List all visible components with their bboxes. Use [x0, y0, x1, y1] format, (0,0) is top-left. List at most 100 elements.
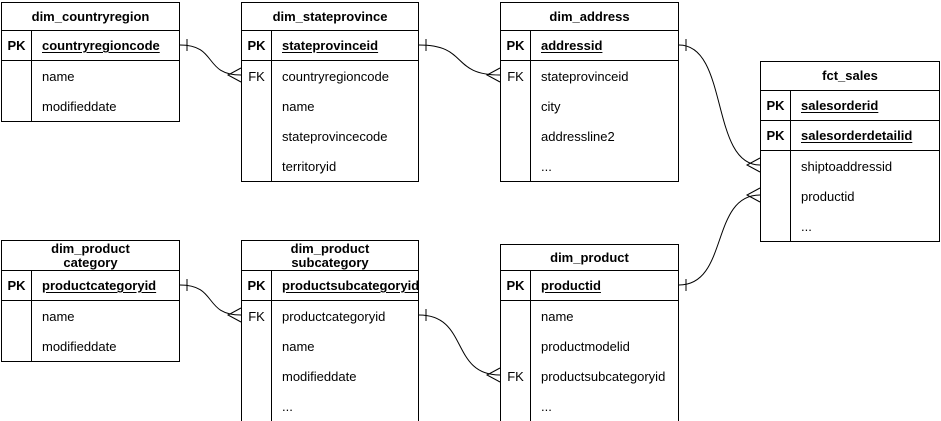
- column-name: productcategoryid: [42, 278, 157, 293]
- entity-table-title: dim_countryregion: [2, 3, 179, 31]
- entity-table-row[interactable]: name: [242, 331, 418, 361]
- edge-path[interactable]: [678, 44, 761, 166]
- key-badge-empty: [501, 91, 531, 121]
- key-badge-pk: PK: [242, 271, 272, 300]
- entity-table-row[interactable]: name: [2, 61, 179, 91]
- entity-table-row[interactable]: ...: [761, 211, 939, 241]
- key-badge-fk: FK: [242, 301, 272, 331]
- key-badge-empty: [501, 301, 531, 331]
- column-name: stateprovincecode: [282, 128, 388, 144]
- entity-table-row[interactable]: name: [2, 301, 179, 331]
- entity-table-row[interactable]: PK productcategoryid: [2, 271, 179, 301]
- edge-dim_stateprovince-to-dim_address[interactable]: [418, 39, 501, 83]
- column-name: productid: [541, 278, 601, 293]
- column-name: territoryid: [282, 158, 337, 174]
- edge-dim_address-to-fct_sales[interactable]: [678, 39, 761, 173]
- many-cardinality-crow-foot-icon: [745, 157, 761, 173]
- key-badge-fk: FK: [501, 61, 531, 91]
- column-name: ...: [541, 398, 552, 414]
- column-name: name: [541, 308, 574, 324]
- key-badge-pk: PK: [242, 31, 272, 60]
- key-badge-pk: PK: [2, 31, 32, 60]
- entity-table-row[interactable]: PK stateprovinceid: [242, 31, 418, 61]
- entity-table-row[interactable]: productid: [761, 181, 939, 211]
- entity-table-row[interactable]: ...: [242, 391, 418, 421]
- entity-table-row[interactable]: modifieddate: [242, 361, 418, 391]
- entity-table-row[interactable]: PK countryregioncode: [2, 31, 179, 61]
- many-cardinality-crow-foot-icon: [485, 67, 501, 83]
- key-badge-empty: [242, 151, 272, 181]
- edge-path[interactable]: [418, 314, 501, 376]
- entity-table-row[interactable]: name: [242, 91, 418, 121]
- column-name: productsubcategoryid: [282, 278, 418, 293]
- column-name: countryregioncode: [42, 38, 160, 53]
- column-name: addressid: [541, 38, 603, 53]
- column-name: productsubcategoryid: [541, 368, 666, 384]
- key-badge-empty: [242, 91, 272, 121]
- entity-table-row[interactable]: shiptoaddressid: [761, 151, 939, 181]
- column-name: ...: [541, 158, 552, 174]
- entity-table-row[interactable]: addressline2: [501, 121, 678, 151]
- entity-table-row[interactable]: territoryid: [242, 151, 418, 181]
- edge-path[interactable]: [179, 44, 242, 76]
- many-cardinality-crow-foot-icon: [485, 367, 501, 383]
- key-badge-empty: [2, 301, 32, 331]
- column-name: ...: [282, 398, 293, 414]
- entity-table-row[interactable]: productmodelid: [501, 331, 678, 361]
- edge-dim_productsubcategory-to-dim_product[interactable]: [418, 309, 501, 383]
- column-name: ...: [801, 218, 812, 234]
- entity-table-title: dim_address: [501, 3, 678, 31]
- key-badge-empty: [761, 151, 791, 181]
- edge-dim_product-to-fct_sales[interactable]: [678, 187, 761, 291]
- column-name: stateprovinceid: [282, 38, 379, 53]
- edge-dim_productcategory-to-dim_productsubcategory[interactable]: [179, 279, 242, 323]
- edge-path[interactable]: [418, 44, 501, 76]
- key-badge-empty: [2, 61, 32, 91]
- entity-table-row[interactable]: stateprovincecode: [242, 121, 418, 151]
- many-cardinality-crow-foot-icon: [226, 67, 242, 83]
- key-badge-pk: PK: [2, 271, 32, 300]
- entity-table-row[interactable]: ...: [501, 391, 678, 421]
- edge-path[interactable]: [678, 194, 761, 286]
- entity-table-row[interactable]: name: [501, 301, 678, 331]
- key-badge-empty: [242, 121, 272, 151]
- many-cardinality-crow-foot-icon: [226, 307, 242, 323]
- column-name: addressline2: [541, 128, 615, 144]
- edge-path[interactable]: [179, 284, 242, 316]
- entity-table-title: fct_sales: [761, 62, 939, 91]
- key-badge-empty: [2, 91, 32, 121]
- column-name: productmodelid: [541, 338, 630, 354]
- edge-dim_countryregion-to-dim_stateprovince[interactable]: [179, 39, 242, 83]
- many-cardinality-crow-foot-icon: [745, 187, 761, 203]
- key-badge-pk: PK: [501, 31, 531, 60]
- entity-table-row[interactable]: PK productsubcategoryid: [242, 271, 418, 301]
- key-badge-empty: [242, 361, 272, 391]
- key-badge-empty: [761, 181, 791, 211]
- column-name: shiptoaddressid: [801, 158, 893, 174]
- entity-table-row[interactable]: modifieddate: [2, 91, 179, 121]
- key-badge-empty: [761, 211, 791, 241]
- entity-table-row[interactable]: ...: [501, 151, 678, 181]
- key-badge-empty: [501, 331, 531, 361]
- entity-table-row[interactable]: modifieddate: [2, 331, 179, 361]
- key-badge-empty: [501, 151, 531, 181]
- key-badge-fk: FK: [242, 61, 272, 91]
- entity-table-row[interactable]: PK addressid: [501, 31, 678, 61]
- entity-table-row[interactable]: city: [501, 91, 678, 121]
